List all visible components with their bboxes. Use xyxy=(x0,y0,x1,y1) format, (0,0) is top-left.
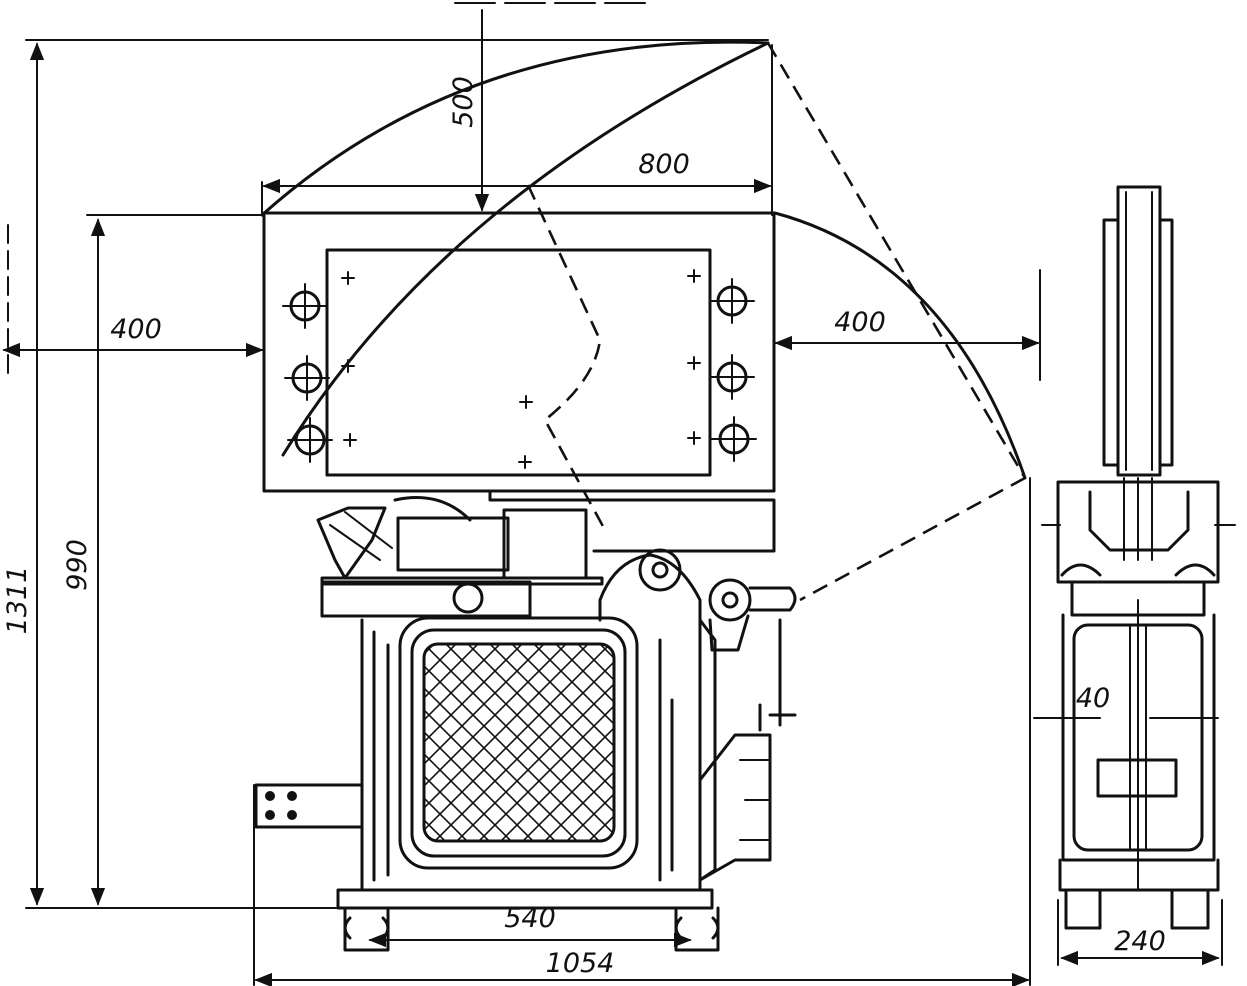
dim-base-span: 540 xyxy=(504,903,556,934)
dimension-lines xyxy=(2,2,1041,986)
foot-left xyxy=(343,906,390,952)
mounting-holes xyxy=(282,278,757,463)
foot-right xyxy=(674,906,720,952)
center-marks xyxy=(341,269,701,469)
dimension-labels: 1311 990 500 800 400 400 540 1054 xyxy=(2,76,886,979)
swing-envelope xyxy=(260,40,1027,602)
dim-side-gap: 40 xyxy=(1076,683,1110,714)
dim-right-clearance: 400 xyxy=(834,307,886,338)
side-view: 240 40 xyxy=(1033,185,1236,966)
dim-overall-height: 1311 xyxy=(2,566,33,635)
rotating-table xyxy=(262,211,776,553)
control-buttons xyxy=(265,791,297,820)
dim-left-clearance: 400 xyxy=(110,314,162,345)
dim-overall-length: 1054 xyxy=(546,948,615,979)
front-view: 1311 990 500 800 400 400 540 1054 xyxy=(2,2,1041,986)
pivot-mechanism xyxy=(316,496,797,652)
dim-table-width: 800 xyxy=(638,149,690,180)
machine-frame xyxy=(254,553,797,952)
dim-top-offset: 500 xyxy=(448,76,479,128)
dim-height-990: 990 xyxy=(62,539,93,591)
dim-side-width: 240 xyxy=(1114,926,1166,957)
